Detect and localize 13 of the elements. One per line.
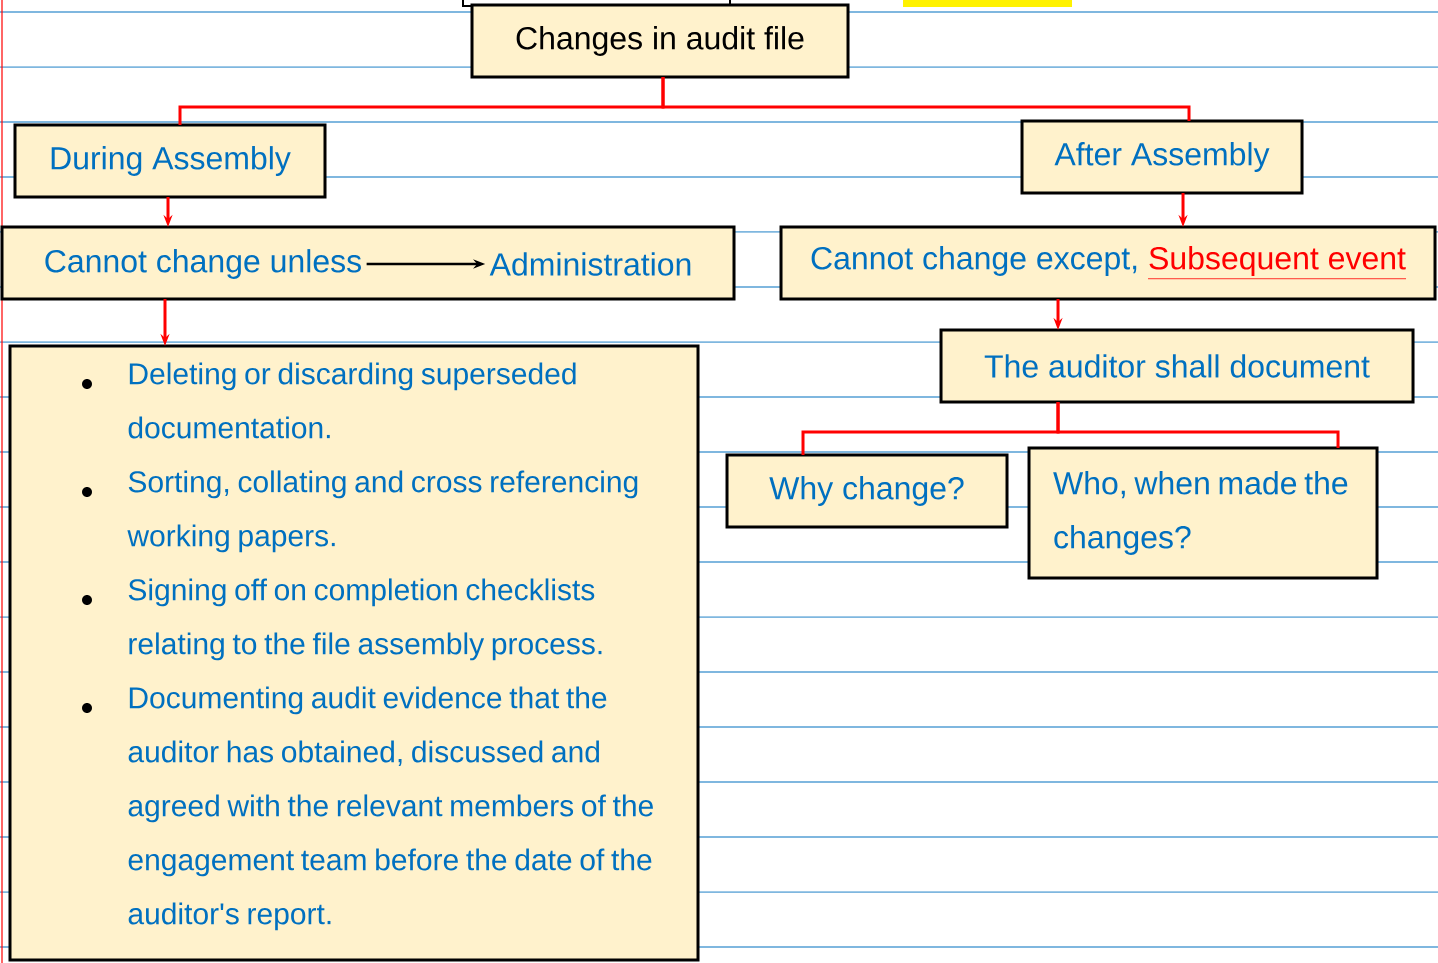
process-box: After Assembly [1020,119,1304,195]
process-box: Why change? [725,453,1009,529]
box-text: Administration [489,252,691,276]
process-box: Cannot change except, Subsequent event [779,225,1437,301]
list-item: Deleting or discarding superseded documentation. [128,362,576,439]
list-item: Sorting, collating and cross referencing working papers. [127,470,638,553]
process-box: Who, when made the changes? [1027,446,1379,580]
list-item: Documenting audit evidence that the auditor has obtained, discussed and agreed with the relevant members of the engagement team before the date of the auditor's report. [128,686,653,931]
process-box: During Assembly [13,123,327,199]
list-item: Signing off on completion checklists relating to the file assembly process. [128,578,602,661]
process-box: The auditor shall document [939,328,1415,404]
process-box: Changes in audit file [470,3,850,79]
box-text: Cannot change unless [45,249,361,279]
